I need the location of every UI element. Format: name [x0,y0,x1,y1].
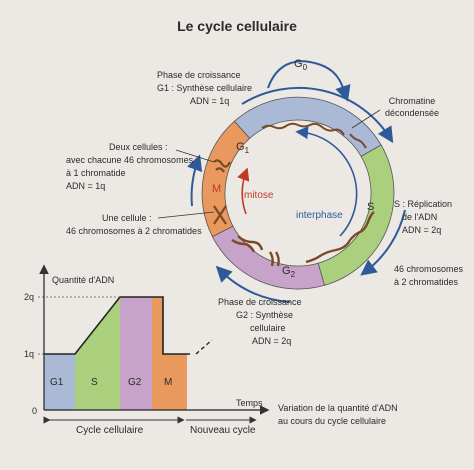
cycle-arrow-right [360,209,406,276]
svg-text:S : Réplication: S : Réplication [394,199,452,209]
annotation-variation: Variation de la quantité d'ADN au cours … [278,403,398,426]
interphase-arrow [295,126,358,237]
graph-bar-g2 [120,297,152,410]
page-title: Le cycle cellulaire [177,18,297,34]
dna-curve [44,296,190,355]
svg-text:de l'ADN: de l'ADN [402,212,437,222]
svg-text:Phase de croissance: Phase de croissance [218,297,302,307]
x-axis-label: Temps [236,398,263,408]
annotation-replication: S : Réplication de l'ADN ADN = 2q [394,199,452,235]
y-axis-label: Quantité d'ADN [52,275,114,285]
svg-text:Variation de la quantité d'ADN: Variation de la quantité d'ADN [278,403,398,413]
bar-label-g1: G1 [50,377,64,388]
s-label: S [367,201,374,213]
cycle-arrow-bottom [215,265,291,303]
annotation-croissance-g2: Phase de croissance G2 : Synthèse cellul… [218,297,302,346]
mitose-label: mitose [244,190,274,201]
svg-text:G2 : Synthèse: G2 : Synthèse [236,310,293,320]
annotation-chromatine: Chromatine décondensée [385,96,439,118]
svg-text:Chromatine: Chromatine [389,96,436,106]
bar-label-g2: G2 [128,377,142,388]
m-label: M [212,183,221,195]
g0-label: G0 [294,58,308,72]
svg-text:ADN = 1q: ADN = 1q [190,96,229,106]
dna-curve-continuation [195,339,213,355]
bar-label-m: M [164,377,172,388]
graph-bar-s [75,297,120,410]
dna-graph: Quantité d'ADN 2q 1q 0 Temps G1 S G2 M C… [24,264,270,436]
y-tick-1q: 1q [24,349,34,359]
chromatine-pointer [351,109,381,129]
chromosomes-m [213,159,231,225]
g1-label: G1 [236,141,250,155]
svg-text:Deux cellules :: Deux cellules : [109,142,168,152]
g2-label: G2 [282,265,296,279]
svg-text:au cours du cycle cellulaire: au cours du cycle cellulaire [278,416,386,426]
une-cellule-pointer [157,211,215,219]
annotation-une-cellule: Une cellule : 46 chromosomes à 2 chromat… [66,213,202,236]
svg-text:cellulaire: cellulaire [250,323,286,333]
chromatin-g1-2 [349,133,367,149]
g0-loop-arrow [267,60,351,102]
new-cycle-label: Nouveau cycle [190,425,256,436]
ring-segment-m [201,120,251,238]
bar-label-s: S [91,377,98,388]
svg-text:Phase de croissance: Phase de croissance [157,70,241,80]
svg-text:ADN = 2q: ADN = 2q [402,225,441,235]
svg-text:ADN = 2q: ADN = 2q [252,336,291,346]
svg-text:G1 : Synthèse cellulaire: G1 : Synthèse cellulaire [157,83,252,93]
chromatin-s [305,211,375,264]
svg-text:ADN = 1q: ADN = 1q [66,181,105,191]
deux-cellules-pointer [175,149,215,163]
svg-text:46 chromosomes à 2 chromatides: 46 chromosomes à 2 chromatides [66,226,202,236]
graph-bar-g1 [44,354,75,410]
cycle-arrow-outer-top [241,86,394,144]
svg-text:46 chromosomes: 46 chromosomes [394,264,464,274]
annotation-46-chromosomes: 46 chromosomes à 2 chromatides [394,264,464,287]
graph-bar-m [152,297,187,410]
y-tick-0: 0 [32,406,37,416]
cycle-label: Cycle cellulaire [76,425,144,436]
y-tick-2q: 2q [24,292,34,302]
svg-text:à 1 chromatide: à 1 chromatide [66,168,126,178]
chromosomes-g2 [231,235,280,267]
mitose-arrow [237,167,250,215]
svg-text:à 2 chromatides: à 2 chromatides [394,277,459,287]
svg-text:décondensée: décondensée [385,108,439,118]
annotation-croissance-g1: Phase de croissance G1 : Synthèse cellul… [157,70,252,106]
svg-text:avec chacune 46 chromosomes: avec chacune 46 chromosomes [66,155,194,165]
interphase-label: interphase [296,210,343,221]
annotation-deux-cellules: Deux cellules : avec chacune 46 chromoso… [66,142,194,191]
svg-text:Une cellule :: Une cellule : [102,213,152,223]
cycle-arrow-left [187,154,203,207]
